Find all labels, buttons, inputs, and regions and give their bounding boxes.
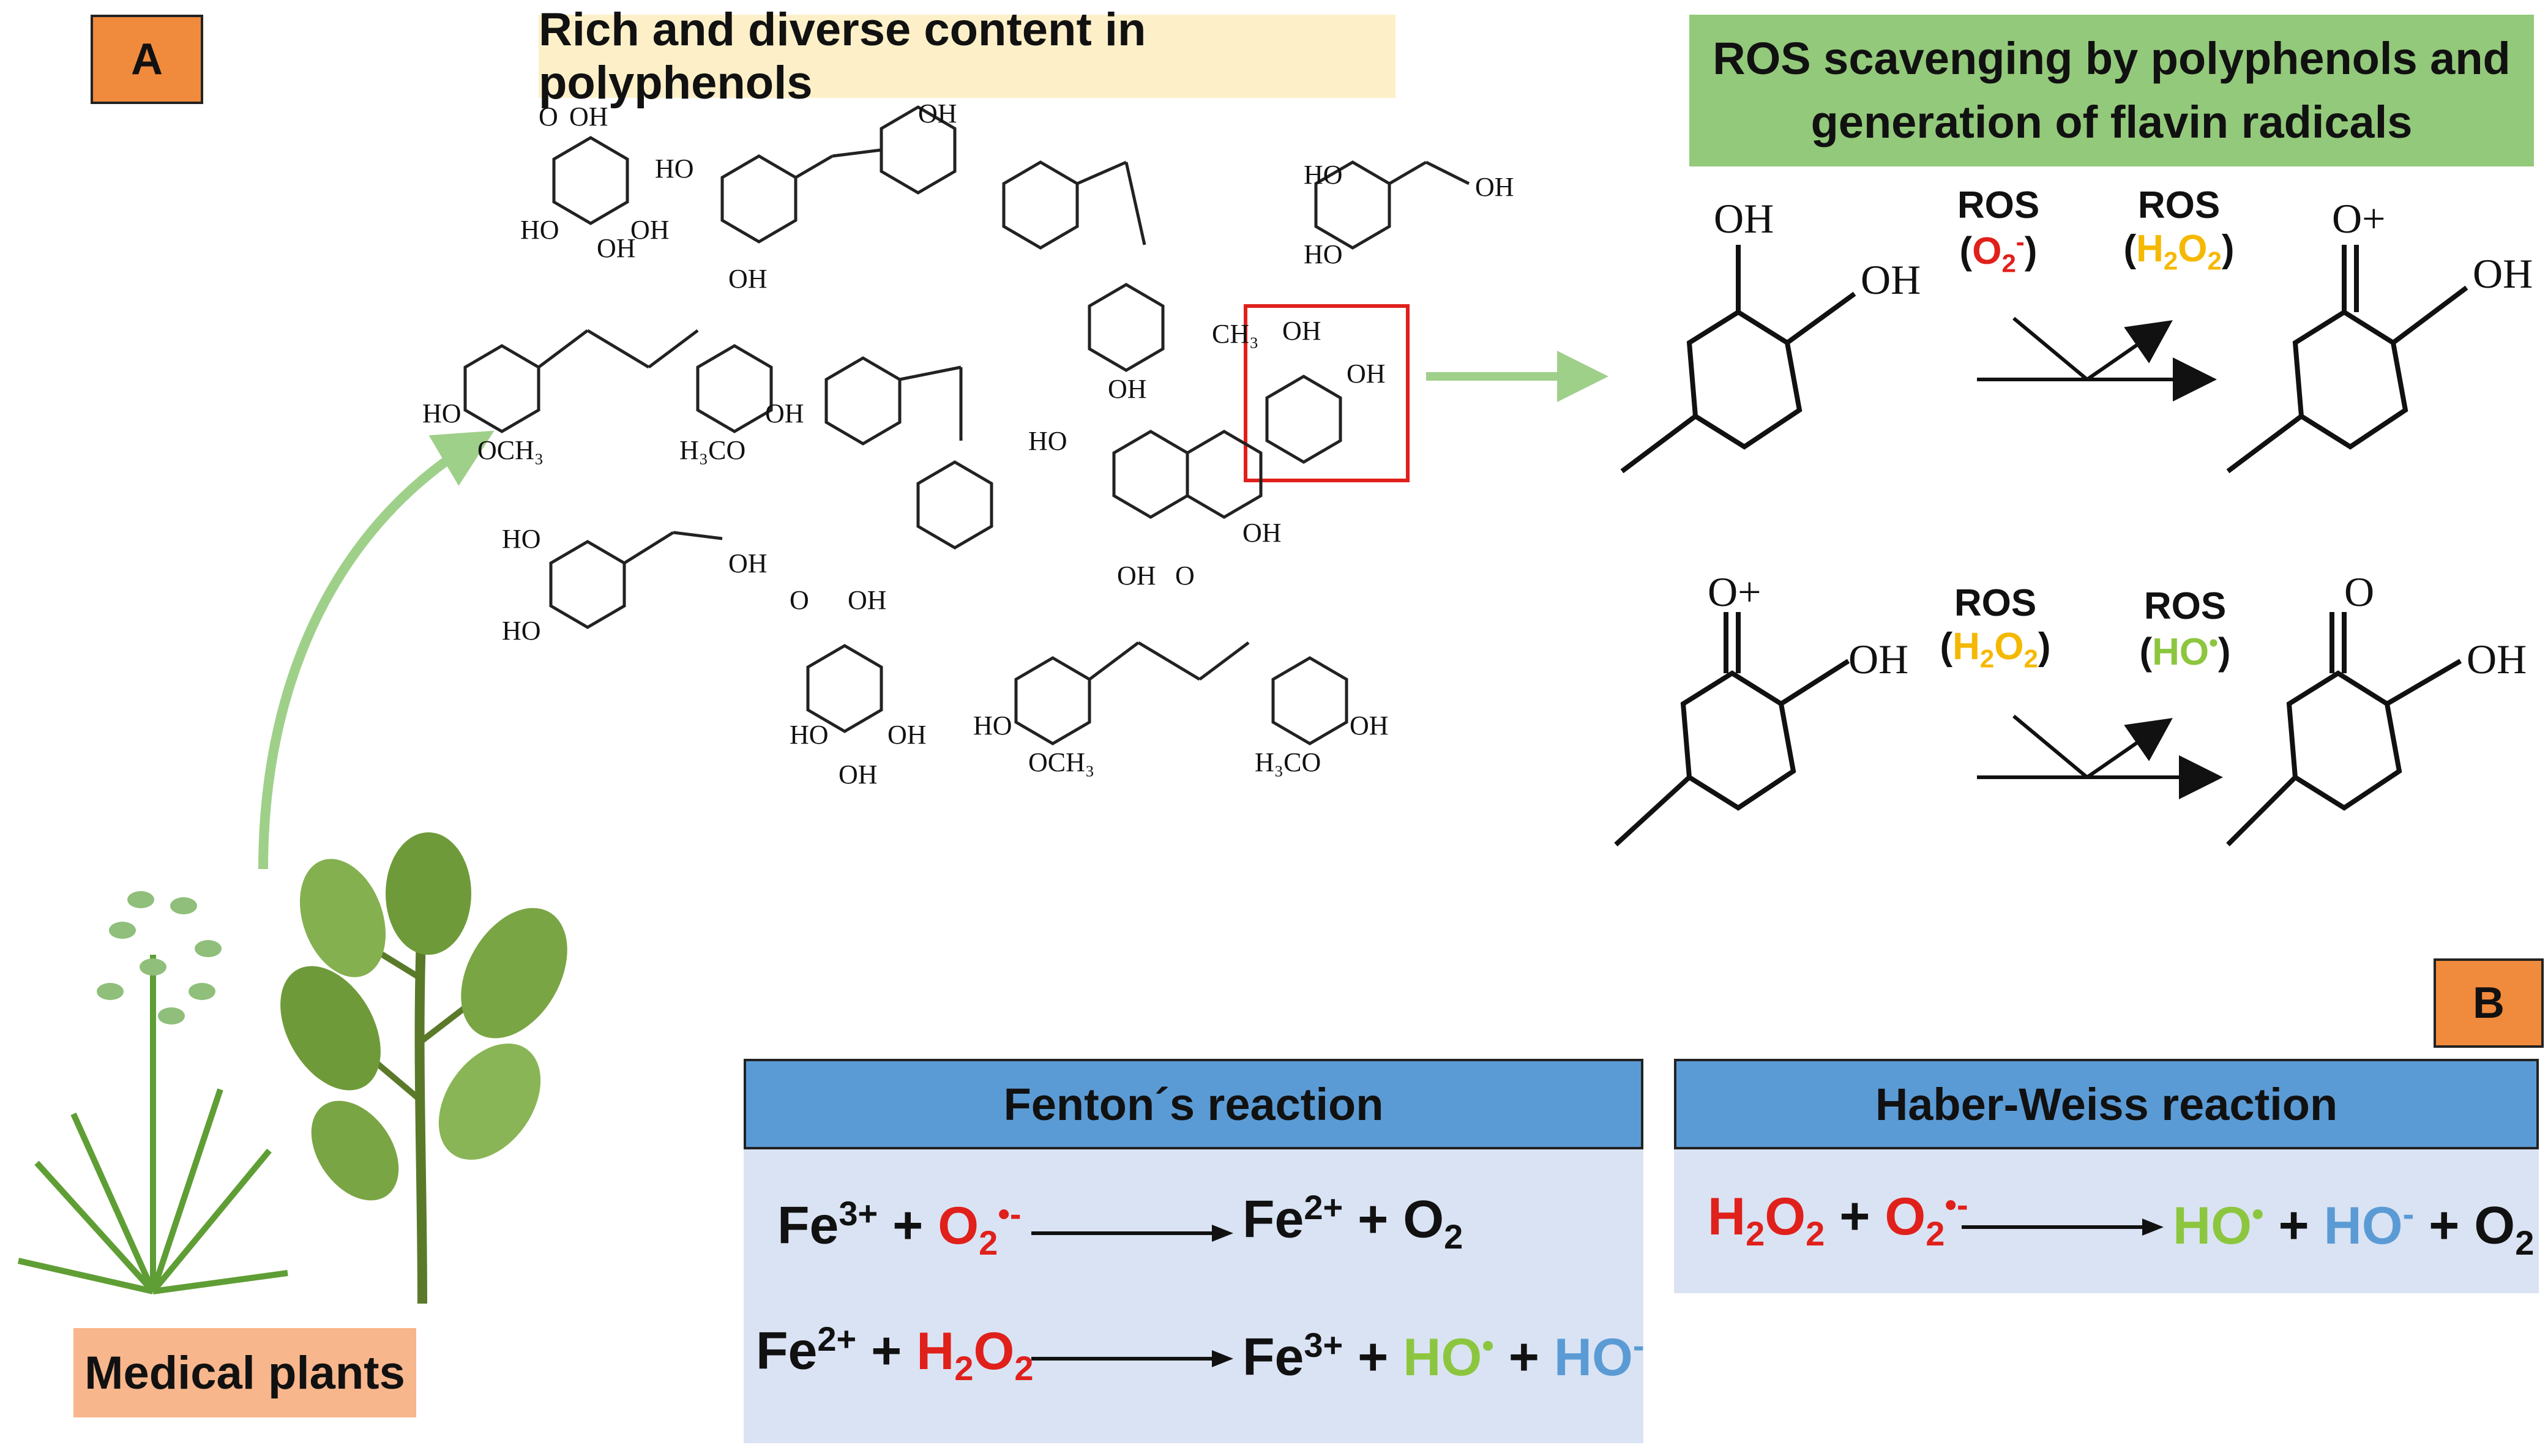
grass-plant-illustration xyxy=(17,955,288,1294)
svg-text:HO: HO xyxy=(1304,239,1343,269)
plant-to-structures-arrow xyxy=(258,430,495,870)
scheme-row1-atom-labels: OH OH O+ OH xyxy=(1714,195,2533,303)
svg-text:OH: OH xyxy=(569,102,608,132)
svg-text:OH: OH xyxy=(1714,195,1774,242)
fenton-equation-2: Fe2+ + H2O2 xyxy=(756,1320,1034,1387)
svg-text:OH: OH xyxy=(2467,636,2527,682)
ros-word: ROS xyxy=(1954,582,2037,624)
haber-weiss-body xyxy=(1674,1149,2539,1293)
ros-scavenging-title: ROS scavenging by polyphenols and genera… xyxy=(1689,15,2534,166)
svg-text:HO: HO xyxy=(520,215,559,245)
ros-species-peroxide: (H2O2) xyxy=(2123,228,2235,275)
ros-label-row1-in: ROS (O2-) xyxy=(1952,184,2044,278)
ros-species-hydroxyl-radical: (HO•) xyxy=(2139,628,2231,673)
svg-text:OH: OH xyxy=(1848,636,1908,682)
svg-text:OH: OH xyxy=(1347,359,1386,389)
scheme-row2-atom-labels: O+ OH O OH xyxy=(1708,569,2527,682)
svg-text:CH₃: CH₃ xyxy=(1212,319,1258,349)
svg-text:HO: HO xyxy=(1028,426,1067,456)
svg-text:OCH₃: OCH₃ xyxy=(477,435,544,465)
svg-text:HO: HO xyxy=(790,720,829,750)
svg-text:O: O xyxy=(1175,561,1195,591)
svg-text:HO: HO xyxy=(1304,160,1343,190)
svg-text:OH: OH xyxy=(1475,172,1514,202)
fenton-arrow-1 xyxy=(1031,1225,1233,1242)
svg-text:HO: HO xyxy=(422,398,461,428)
svg-text:HO: HO xyxy=(502,616,541,646)
svg-text:OH: OH xyxy=(630,215,670,245)
ros-label-row1-out: ROS (H2O2) xyxy=(2112,184,2246,275)
svg-text:OH: OH xyxy=(728,548,768,578)
ros-word: ROS xyxy=(1957,184,2040,226)
svg-text:O: O xyxy=(790,585,809,615)
grass-seed-heads xyxy=(97,891,222,1025)
svg-text:OH: OH xyxy=(848,585,887,615)
svg-text:OH: OH xyxy=(2473,250,2533,297)
svg-text:O+: O+ xyxy=(1708,569,1761,615)
svg-text:O+: O+ xyxy=(2332,195,2385,242)
svg-text:OH: OH xyxy=(728,264,768,294)
svg-text:OH: OH xyxy=(1242,518,1282,548)
leafy-plant-illustration xyxy=(280,832,567,1304)
panel-label-b: B xyxy=(2434,958,2544,1048)
ros-title-line1: ROS scavenging by polyphenols and xyxy=(1713,33,2511,84)
polyphenols-title: Rich and diverse content in polyphenols xyxy=(539,4,1395,109)
ros-species-superoxide: (O2-) xyxy=(1959,227,2038,278)
svg-text:OH: OH xyxy=(1117,561,1156,591)
svg-text:OH: OH xyxy=(1282,316,1321,346)
medical-plants-label: Medical plants xyxy=(73,1328,416,1417)
svg-text:OH: OH xyxy=(597,233,636,263)
svg-text:OH: OH xyxy=(918,99,957,129)
svg-text:OH: OH xyxy=(1350,711,1389,741)
svg-text:HO: HO xyxy=(973,711,1012,741)
svg-text:OH: OH xyxy=(887,720,927,750)
svg-text:H₃CO: H₃CO xyxy=(1255,747,1321,777)
fenton-product-2: Fe3+ + HO• + HO- xyxy=(1242,1326,1645,1387)
scheme-row2-arrows xyxy=(1977,714,2223,799)
svg-text:O: O xyxy=(2344,569,2374,615)
polyphenol-structures xyxy=(463,105,1470,745)
ros-word: ROS xyxy=(2143,585,2227,627)
svg-text:OH: OH xyxy=(765,398,804,428)
fenton-body xyxy=(744,1149,1643,1443)
ros-label-row2-out: ROS (HO•) xyxy=(2130,584,2240,674)
svg-text:OCH₃: OCH₃ xyxy=(1028,747,1094,777)
svg-text:HO: HO xyxy=(502,524,541,554)
haber-weiss-products: HO• + HO- + O2 xyxy=(2173,1194,2535,1262)
haber-weiss-reactants: H2O2 + O2•- xyxy=(1708,1185,1968,1253)
scheme-row2-structures xyxy=(1614,612,2462,846)
catechol-highlight-box xyxy=(1244,304,1410,482)
ros-word: ROS xyxy=(2137,184,2221,226)
fenton-arrow-2 xyxy=(1031,1350,1233,1367)
fenton-equation-1: Fe3+ + O2•- xyxy=(777,1194,1022,1262)
svg-text:H₃CO: H₃CO xyxy=(679,435,745,465)
fenton-header: Fenton´s reaction xyxy=(744,1059,1643,1149)
panel-label-a: A xyxy=(91,15,203,104)
svg-text:HO: HO xyxy=(655,154,694,184)
fenton-product-1: Fe2+ + O2 xyxy=(1242,1188,1463,1256)
haber-weiss-header: Haber-Weiss reaction xyxy=(1674,1059,2539,1149)
scheme-row1-arrows xyxy=(1977,316,2217,401)
svg-text:OH: OH xyxy=(1108,374,1147,404)
ros-label-row2-in: ROS (H2O2) xyxy=(1928,581,2063,673)
svg-text:OH: OH xyxy=(1861,256,1921,303)
svg-text:OH: OH xyxy=(839,760,878,790)
scheme-row1-structures xyxy=(1620,245,2468,474)
haber-weiss-arrow xyxy=(1962,1219,2164,1236)
ros-species-peroxide: (H2O2) xyxy=(1940,625,2051,673)
ros-title-line2: generation of flavin radicals xyxy=(1810,97,2413,147)
svg-text:O: O xyxy=(539,102,558,132)
